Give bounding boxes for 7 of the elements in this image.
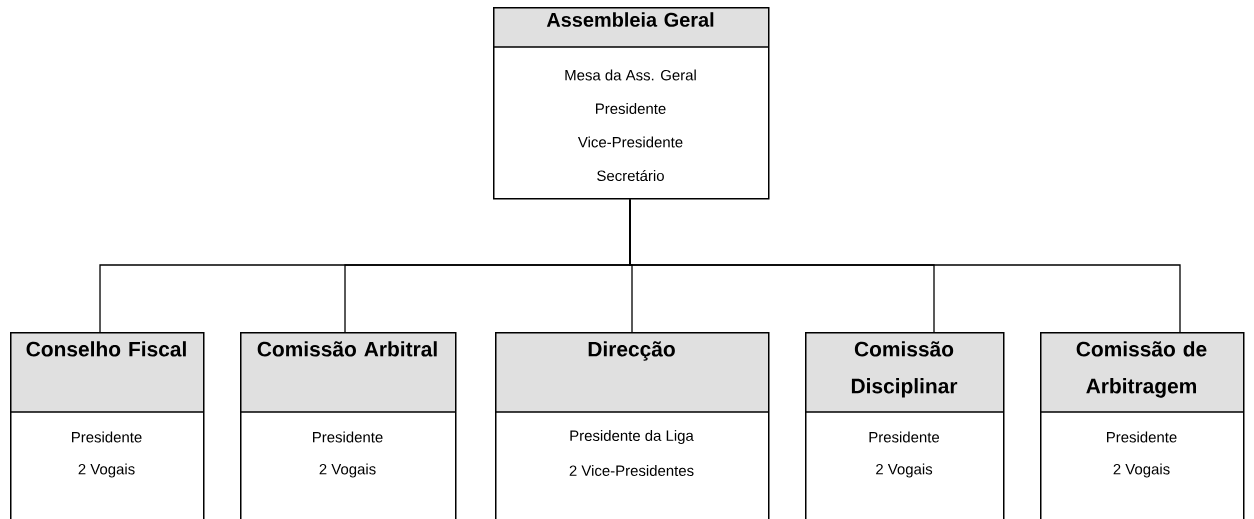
org-box: Assembleia Geral Mesa da Ass. Geral Presidente Vice-Presidente Secretário	[492, 7, 770, 200]
org-box: Comissão de Arbitragem Presidente 2 Vogais	[1039, 332, 1245, 519]
org-box: Comissão Arbitral Presidente 2 Vogais	[239, 332, 457, 519]
org-box: Direcção Presidente da Liga 2 Vice-Presidentes	[494, 332, 770, 519]
org-box: Conselho Fiscal Presidente 2 Vogais	[9, 332, 205, 519]
connector-line	[629, 198, 1181, 333]
org-box: Comissão Disciplinar Presidente 2 Vogais	[804, 332, 1005, 519]
